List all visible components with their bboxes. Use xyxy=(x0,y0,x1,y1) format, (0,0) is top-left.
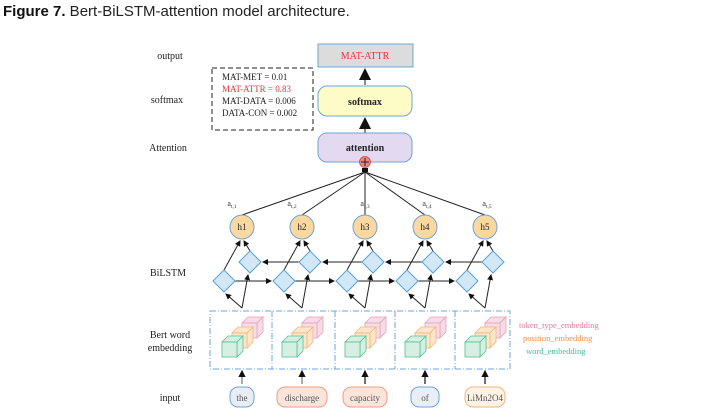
softmax-label: softmax xyxy=(348,97,382,108)
hidden-state-node xyxy=(352,214,378,240)
row-label-bert-2: embedding xyxy=(148,343,192,354)
attention-weight-label: at,5 xyxy=(482,199,491,210)
lstm-cell xyxy=(421,250,445,274)
attention-junction xyxy=(362,168,368,172)
attention-line xyxy=(301,171,366,216)
hidden-state-node xyxy=(412,214,438,240)
row-label-softmax: softmax xyxy=(151,95,183,106)
attention-weight-label: at,4 xyxy=(422,199,431,210)
output-label: MAT-ATTR xyxy=(341,51,390,62)
input-token xyxy=(464,386,506,408)
input-token-label: the xyxy=(237,393,248,403)
lstm-cell xyxy=(361,250,385,274)
lstm-cell xyxy=(298,250,322,274)
input-token-label: capacity xyxy=(350,393,380,403)
input-token-label: discharge xyxy=(285,393,319,403)
input-token xyxy=(342,386,388,408)
embedding-container xyxy=(209,310,511,370)
lstm-cell xyxy=(212,269,236,293)
lstm-cell xyxy=(455,269,479,293)
input-token-label: of xyxy=(421,393,429,403)
figure-label: Figure 7. xyxy=(3,3,66,20)
hidden-state-label: h5 xyxy=(481,222,491,232)
softmax-box xyxy=(317,85,413,117)
attention-line xyxy=(364,171,486,216)
hidden-state-label: h2 xyxy=(298,222,307,232)
input-token xyxy=(410,386,440,408)
probabilities-box xyxy=(211,67,314,131)
probability-item: DATA-CON = 0.002 xyxy=(222,108,297,118)
lstm-cell xyxy=(272,269,296,293)
lstm-cell xyxy=(335,269,359,293)
figure-caption: Figure 7. Bert-BiLSTM-attention model ar… xyxy=(3,3,350,20)
hidden-state-label: h4 xyxy=(421,222,431,232)
figure-title: Bert-BiLSTM-attention model architecture… xyxy=(65,3,350,20)
legend-word: word_embedding xyxy=(526,346,586,356)
row-label-bilstm: BiLSTM xyxy=(150,268,186,279)
attention-label: attention xyxy=(346,143,385,154)
attention-weight-label: at,3 xyxy=(360,199,369,210)
lstm-cell xyxy=(481,250,505,274)
hidden-state-label: h3 xyxy=(361,222,371,232)
probability-item: MAT-MET = 0.01 xyxy=(222,72,287,82)
legend-position: position_embedding xyxy=(523,333,593,343)
hidden-state-node xyxy=(229,214,255,240)
hidden-state-node xyxy=(289,214,315,240)
row-label-output: output xyxy=(157,51,183,62)
probability-item: MAT-ATTR = 0.83 xyxy=(222,84,291,94)
output-box xyxy=(317,43,414,68)
lstm-cell xyxy=(238,250,262,274)
hidden-state-node xyxy=(472,214,498,240)
row-label-bert-1: Bert word xyxy=(150,330,190,341)
row-label-attention: Attention xyxy=(149,143,187,154)
input-token xyxy=(229,386,255,408)
input-token xyxy=(276,386,328,408)
legend-token-type: token_type_embedding xyxy=(519,320,600,330)
row-label-input: input xyxy=(160,393,181,404)
attention-line xyxy=(241,171,366,216)
attention-weight-label: at,2 xyxy=(287,199,296,210)
hidden-state-label: h1 xyxy=(238,222,247,232)
attention-line xyxy=(364,171,426,216)
attention-weight-label: at,1 xyxy=(227,199,236,210)
lstm-cell xyxy=(395,269,419,293)
input-token-label: LiMn2O4 xyxy=(467,393,504,403)
probability-item: MAT-DATA = 0.006 xyxy=(222,96,296,106)
